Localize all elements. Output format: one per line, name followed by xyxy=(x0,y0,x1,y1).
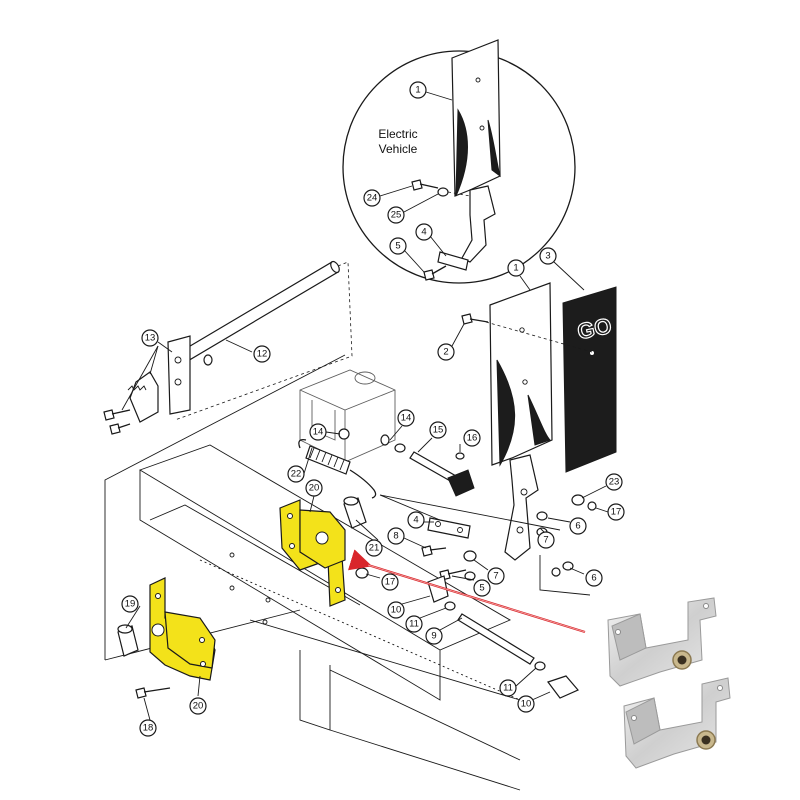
svg-text:10: 10 xyxy=(391,605,402,616)
svg-text:9: 9 xyxy=(431,631,436,642)
callout-18: 18 xyxy=(139,719,157,737)
svg-text:11: 11 xyxy=(503,683,513,694)
callout-15: 15 xyxy=(429,421,447,439)
svg-text:23: 23 xyxy=(609,477,620,488)
svg-text:1: 1 xyxy=(513,263,518,274)
return-spring xyxy=(305,445,351,475)
adjusting-rod xyxy=(457,613,535,665)
svg-text:14: 14 xyxy=(401,413,412,424)
svg-text:3: 3 xyxy=(545,251,550,262)
vehicle-frame xyxy=(104,354,591,791)
callout-19: 19 xyxy=(121,595,139,613)
linkage-hardware xyxy=(421,494,597,699)
photo-bracket-lower xyxy=(623,677,731,769)
pedal-pad xyxy=(562,286,617,473)
callout-5: 5 xyxy=(473,579,491,597)
callout-11-lower: 11 xyxy=(499,679,517,697)
accelerator-pedal-assembly: GO xyxy=(461,282,617,561)
svg-text:19: 19 xyxy=(125,599,136,610)
ratchet-sector xyxy=(129,371,159,423)
svg-text:13: 13 xyxy=(145,333,156,344)
callout-6-upper: 6 xyxy=(569,517,587,535)
svg-text:6: 6 xyxy=(575,521,580,532)
electric-vehicle-inset: Electric Vehicle xyxy=(342,39,576,284)
callout-24: 24 xyxy=(363,189,381,207)
svg-text:8: 8 xyxy=(393,531,398,542)
spring-and-hardware xyxy=(298,428,475,499)
callout-21: 21 xyxy=(365,539,383,557)
svg-text:4: 4 xyxy=(421,227,426,238)
svg-text:17: 17 xyxy=(611,507,622,518)
inset-link-plate xyxy=(437,251,469,271)
svg-text:18: 18 xyxy=(143,723,154,734)
svg-text:17: 17 xyxy=(385,577,396,588)
highlighted-brackets xyxy=(117,496,369,699)
svg-text:25: 25 xyxy=(391,210,402,221)
inset-pedal-shadow xyxy=(455,108,468,197)
callout-22: 22 xyxy=(287,465,305,483)
callout-10-lower: 10 xyxy=(517,695,535,713)
callout-11-upper: 11 xyxy=(405,615,423,633)
callout-9: 9 xyxy=(425,627,443,645)
callout-6-lower: 6 xyxy=(585,569,603,587)
svg-text:24: 24 xyxy=(367,193,378,204)
callout-14-b: 14 xyxy=(309,423,327,441)
callout-5-inset: 5 xyxy=(389,237,407,255)
pedal-lever xyxy=(504,454,539,561)
callout-17-right: 17 xyxy=(607,503,625,521)
svg-text:4: 4 xyxy=(413,515,418,526)
callout-12: 12 xyxy=(253,345,271,363)
bracket-product-photo xyxy=(607,597,731,769)
callout-13: 13 xyxy=(141,329,159,347)
callout-2: 2 xyxy=(437,343,455,361)
callout-20-lower: 20 xyxy=(189,697,207,715)
callout-1-inset: 1 xyxy=(409,81,427,99)
inset-label-line1: Electric xyxy=(378,127,417,141)
svg-text:5: 5 xyxy=(395,241,400,252)
callout-3: 3 xyxy=(539,247,557,265)
callout-25: 25 xyxy=(387,206,405,224)
svg-text:14: 14 xyxy=(313,427,324,438)
callout-17-center: 17 xyxy=(381,573,399,591)
svg-text:1: 1 xyxy=(415,85,420,96)
callout-14-a: 14 xyxy=(397,409,415,427)
callout-7-upper: 7 xyxy=(537,531,555,549)
svg-text:7: 7 xyxy=(543,535,548,546)
bracket-plate xyxy=(167,335,191,415)
inset-label-line2: Vehicle xyxy=(379,142,418,156)
svg-text:12: 12 xyxy=(257,349,268,360)
svg-text:11: 11 xyxy=(409,619,419,630)
svg-text:20: 20 xyxy=(309,483,320,494)
callout-labels: 1 24 25 4 5 1 3 2 13 12 14 14 15 16 22 2… xyxy=(121,81,625,737)
svg-text:2: 2 xyxy=(443,347,448,358)
pedal-shadow-left xyxy=(496,359,516,467)
svg-text:16: 16 xyxy=(467,433,478,444)
svg-text:6: 6 xyxy=(591,573,596,584)
svg-text:15: 15 xyxy=(433,425,444,436)
callout-4-inset: 4 xyxy=(415,223,433,241)
rod-end-lower xyxy=(547,675,579,699)
svg-text:7: 7 xyxy=(493,571,498,582)
svg-text:21: 21 xyxy=(369,543,380,554)
callout-16: 16 xyxy=(463,429,481,447)
inset-lever xyxy=(461,185,496,263)
callout-20-upper: 20 xyxy=(305,479,323,497)
svg-text:20: 20 xyxy=(193,701,204,712)
callout-23: 23 xyxy=(605,473,623,491)
callout-4: 4 xyxy=(407,511,425,529)
callout-1: 1 xyxy=(507,259,525,277)
rod-end-upper xyxy=(427,575,449,603)
svg-text:10: 10 xyxy=(521,699,532,710)
link-plate xyxy=(427,517,471,539)
callout-10-upper: 10 xyxy=(387,601,405,619)
svg-text:5: 5 xyxy=(479,583,484,594)
photo-bracket-upper xyxy=(607,597,717,687)
callout-8: 8 xyxy=(387,527,405,545)
pivot-rod-and-bracket xyxy=(103,260,353,435)
leader-lines xyxy=(121,91,609,721)
svg-text:22: 22 xyxy=(291,469,302,480)
callout-7-lower: 7 xyxy=(487,567,505,585)
